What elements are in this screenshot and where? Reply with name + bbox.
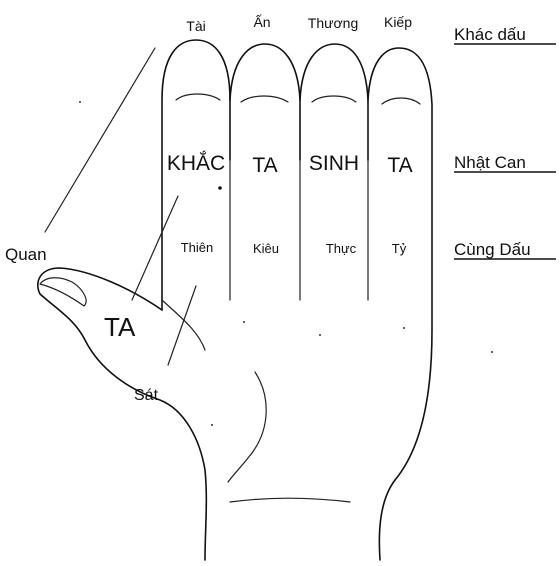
label-an: Ấn: [253, 14, 270, 30]
dot: [243, 321, 245, 323]
dot: [218, 186, 222, 190]
thumb-nail-outline: [40, 278, 86, 306]
nail-line-2: [241, 96, 288, 102]
dot: [491, 351, 493, 353]
label-khac-dau: Khác dấu: [454, 25, 526, 44]
word-ta-2: TA: [387, 154, 412, 177]
nail-line-4: [382, 98, 420, 104]
dot: [79, 101, 81, 103]
palm-crease-vertical: [228, 372, 266, 482]
thumb-inner-curve: [162, 300, 205, 350]
label-quan: Quan: [5, 245, 47, 264]
finger-ring-outline: [300, 44, 368, 160]
label-thuong: Thương: [308, 15, 358, 31]
nail-line-1: [176, 94, 220, 100]
label-thuc: Thực: [326, 241, 357, 256]
pointer-line-khac: [132, 196, 178, 300]
label-cung-dau: Cùng Dấu: [454, 240, 531, 259]
finger-index-outline: [162, 40, 230, 310]
word-sinh: SINH: [309, 152, 359, 175]
label-tai: Tài: [186, 18, 205, 34]
word-ta-1: TA: [252, 154, 277, 177]
label-sat: Sát: [134, 387, 159, 404]
label-thumb-ta: TA: [104, 312, 136, 342]
palm-crease-wrist: [230, 498, 350, 502]
pointer-line-quan: [45, 48, 155, 232]
finger-little-outline: [368, 48, 432, 560]
dot: [403, 327, 405, 329]
label-thien: Thiên: [181, 240, 214, 255]
nail-line-3: [312, 96, 356, 102]
word-khac: KHẮC: [167, 151, 225, 175]
label-kiep: Kiếp: [384, 14, 412, 30]
label-nhat-can: Nhật Can: [454, 153, 526, 172]
pointer-line-sat: [168, 286, 196, 365]
dot: [211, 424, 213, 426]
label-kieu: Kiêu: [253, 241, 279, 256]
label-ty: Tỷ: [392, 241, 407, 256]
dot: [319, 334, 321, 336]
